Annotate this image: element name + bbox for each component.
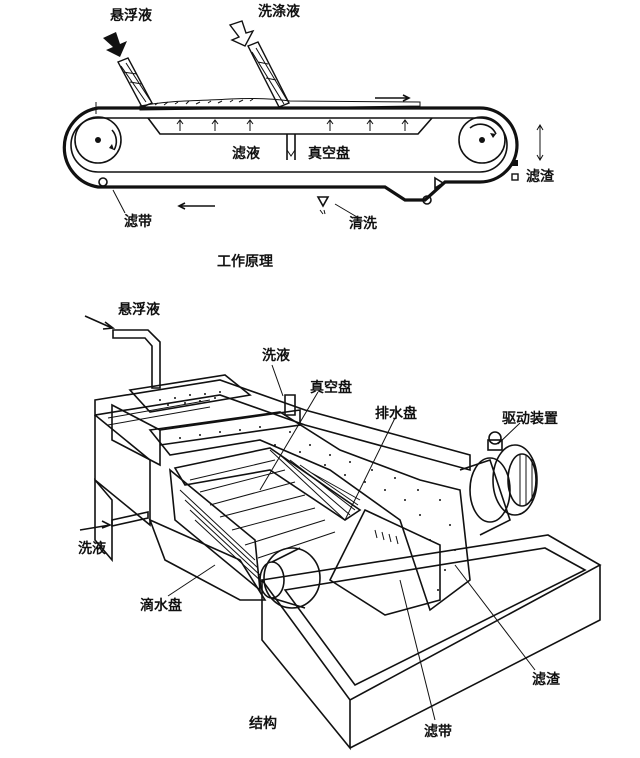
tension-roller-left [98, 177, 108, 187]
suspension-inlet-arrow [84, 315, 116, 330]
drive-roller [459, 457, 511, 536]
label-filter-belt-top: 滤带 [124, 213, 152, 230]
label-suspension-top: 悬浮液 [109, 7, 153, 24]
filter-cake-layer [139, 97, 421, 111]
filter-belt-loop [62, 106, 519, 202]
vacuum-tray [147, 117, 433, 135]
caption-structure: 结构 [249, 715, 277, 732]
leader-filter-residue [454, 564, 536, 671]
scraper-triangle [434, 176, 445, 190]
wash-liquid-pipe [284, 394, 296, 416]
label-wash-liquid-top: 洗涤液 [258, 3, 301, 20]
label-vacuum-tray-bottom: 真空盘 [310, 379, 352, 396]
caption-working-principle: 工作原理 [217, 253, 273, 270]
label-drain-tray: 排水盘 [375, 405, 417, 422]
suspension-feed-arrow [103, 32, 127, 57]
suspension-stream [117, 57, 153, 108]
residue-marker-solid [512, 160, 518, 166]
drip-tray [148, 518, 267, 601]
right-roller [458, 116, 506, 164]
filter-cake-dots [159, 391, 221, 406]
belt-direction-arrow-top [375, 94, 411, 102]
right-dimension-line [536, 124, 544, 161]
suspension-pipe [112, 329, 161, 389]
cleaning-nozzle [316, 196, 330, 208]
leader-vacuum-tray [259, 391, 319, 491]
leader-filter-belt [399, 579, 436, 721]
label-wash-liquid-bottom-top: 洗液 [262, 347, 291, 364]
leader-drain-tray [344, 417, 396, 521]
wash-liquid-feed-arrow [228, 20, 255, 47]
leader-drive-unit [497, 422, 521, 445]
leader-drip-tray [167, 564, 216, 597]
label-cleaning: 清洗 [349, 215, 377, 232]
label-filter-belt-bottom: 滤带 [424, 723, 452, 740]
vacuum-outlet [286, 134, 296, 160]
wash-liquid-inlet-pipe [111, 511, 149, 527]
wash-liquid-stream [247, 41, 290, 108]
base-basin [260, 534, 602, 751]
label-filter-residue-top: 滤渣 [526, 168, 555, 185]
feed-distributor [128, 374, 252, 413]
drain-tray [328, 508, 441, 616]
filter-belt-surface [148, 411, 471, 612]
tension-roller-right [422, 195, 432, 205]
label-vacuum-tray-top: 真空盘 [308, 145, 350, 162]
left-roller [74, 116, 122, 164]
label-filter-residue-bottom: 滤渣 [532, 671, 561, 688]
working-principle-figure: 悬浮液 洗涤液 滤液 真空盘 滤渣 滤带 清洗 工作原理 [62, 3, 555, 270]
residue-marker-hollow [511, 173, 519, 181]
main-frame [94, 379, 471, 472]
label-wash-liquid-bottom-left: 洗液 [78, 540, 107, 557]
wash-liquid-inlet-arrow [79, 520, 112, 531]
drive-unit [487, 431, 538, 516]
label-suspension-bottom: 悬浮液 [117, 301, 161, 318]
label-filtrate: 滤液 [232, 145, 261, 162]
label-drip-tray: 滴水盘 [140, 597, 182, 614]
filtrate-flow-arrows [176, 119, 409, 131]
front-roller [259, 547, 321, 609]
structure-figure: 悬浮液 洗液 真空盘 排水盘 驱动装置 洗液 滴水盘 滤渣 滤带 结构 [78, 301, 602, 751]
label-drive-unit: 驱动装置 [502, 410, 558, 427]
leader-wash-top [271, 364, 284, 397]
left-dimension-tick [92, 102, 100, 114]
belt-direction-arrow-bottom [177, 202, 215, 210]
